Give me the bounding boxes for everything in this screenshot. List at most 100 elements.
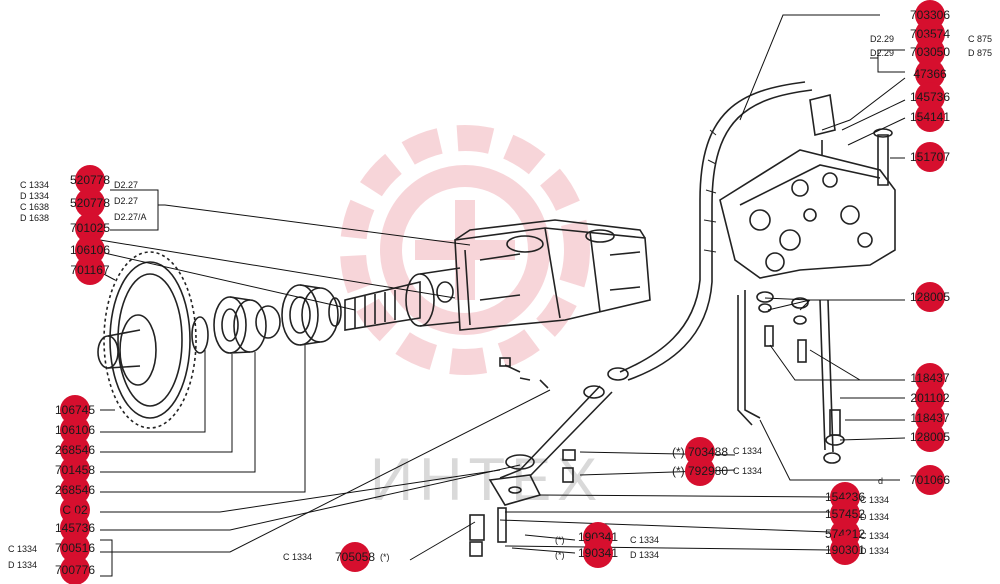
callout-marker	[75, 188, 105, 218]
callout-marker	[75, 165, 105, 195]
callout-marker	[340, 542, 370, 572]
callout-label: 154141	[910, 110, 950, 124]
note-d1334-left: D 1334	[20, 191, 49, 201]
callout-label: 520778	[70, 196, 110, 210]
callout-label: 118437	[910, 411, 949, 425]
valve-body-illustration	[719, 94, 896, 279]
note-d1334-r4: D 1334	[860, 512, 889, 522]
note-d229-a: D2.29	[870, 34, 894, 44]
part-callout-154141[interactable]: 154141	[910, 102, 950, 132]
callout-marker	[915, 465, 945, 495]
callout-label: 128005	[910, 290, 950, 304]
callout-marker	[915, 59, 945, 89]
note-c1638-left: C 1638	[20, 202, 49, 212]
leader-lines	[99, 14, 906, 577]
callout-label: 47366	[913, 67, 947, 81]
tube-illustration	[737, 290, 845, 464]
part-callout-151707[interactable]: 151707	[910, 142, 950, 172]
callout-label: 703050	[910, 45, 950, 59]
callout-label: 703306	[910, 8, 950, 22]
note-c1334-bottom-left: C 1334	[8, 544, 37, 554]
callout-label: 700516	[55, 541, 95, 555]
callout-label: 190341	[578, 546, 618, 560]
note-d229-b: D2.29	[870, 48, 894, 58]
callout-label: 700776	[55, 563, 95, 577]
part-callout-792980[interactable]: (*) 792980	[672, 456, 728, 486]
callout-label: 701025	[70, 221, 110, 235]
callout-label: 151707	[910, 150, 950, 164]
callout-label: 190301	[825, 543, 865, 557]
callout-marker	[915, 142, 945, 172]
part-callout-705058[interactable]: 705058	[335, 542, 375, 572]
part-callouts: 703306 703574 703050 47366 145736 154141 15170…	[55, 0, 950, 584]
part-callout-l5[interactable]: 701167	[70, 255, 110, 285]
callout-label: 154236	[825, 490, 865, 504]
callout-marker	[583, 538, 613, 568]
callout-label: 106745	[55, 403, 95, 417]
note-d1638-left: D 1638	[20, 213, 49, 223]
callout-marker	[830, 535, 860, 565]
callout-label: 701066	[910, 473, 950, 487]
callout-marker	[915, 102, 945, 132]
callout-label: 705058	[335, 550, 375, 564]
callout-label: 157452	[825, 507, 865, 521]
callout-label: 145736	[910, 90, 950, 104]
callout-marker	[75, 213, 105, 243]
note-star-bottom: (*)	[380, 552, 390, 562]
callout-label: 268546	[55, 483, 95, 497]
callout-label: (*) 792980	[672, 464, 728, 478]
callout-label: 128005	[910, 430, 950, 444]
gear-illustration	[97, 251, 197, 429]
callout-label: 268546	[55, 443, 95, 457]
note-star-b1: (*)	[555, 535, 565, 545]
part-callout-l13[interactable]: 700516	[55, 533, 95, 563]
hoses-illustration	[499, 81, 813, 479]
bearings-illustration	[191, 284, 342, 354]
note-c1334-r5: C 1334	[860, 531, 889, 541]
note-d227-b: D2.27	[114, 196, 138, 206]
note-c1334-b3: C 1334	[283, 552, 312, 562]
callout-marker	[60, 533, 90, 563]
callout-label: 520778	[70, 173, 110, 187]
note-d1334-bottom-left: D 1334	[8, 560, 37, 570]
note-d1334-r6: D 1334	[860, 546, 889, 556]
notes: D2.29 D2.29 C 875 D 875 C 1334 D 1334 C …	[8, 34, 992, 570]
callout-label: 701167	[70, 263, 109, 277]
part-callout-r4[interactable]: 190301	[825, 535, 865, 565]
part-callout-128005b[interactable]: 128005	[910, 422, 950, 452]
note-c1334-r1: C 1334	[733, 446, 762, 456]
watermark-gear-logo	[340, 125, 590, 375]
callout-marker	[685, 456, 715, 486]
part-callout-47366[interactable]: 47366	[913, 59, 947, 89]
callout-marker	[915, 282, 945, 312]
part-callout-b2[interactable]: 190341	[578, 538, 618, 568]
part-callout-l14[interactable]: 700776	[55, 555, 95, 584]
note-c1334-b1: C 1334	[630, 535, 659, 545]
callout-label: 106106	[70, 243, 110, 257]
part-callout-l1[interactable]: 520778	[70, 165, 110, 195]
note-c875: C 875	[968, 34, 992, 44]
part-callout-703050[interactable]: 703050	[910, 37, 950, 67]
callout-label: (*) 703488	[672, 445, 728, 459]
callout-marker	[915, 37, 945, 67]
callout-marker	[915, 422, 945, 452]
callout-label: C 02	[62, 503, 88, 517]
callout-label: 574212	[825, 527, 865, 541]
callout-label: 703574	[910, 27, 950, 41]
part-callout-701066[interactable]: 701066	[910, 465, 950, 495]
callout-label: 701458	[55, 463, 95, 477]
callout-label: 118437	[910, 371, 949, 385]
note-d875: D 875	[968, 48, 992, 58]
note-d227-a: D2.27	[114, 180, 138, 190]
note-d227-c: D2.27/A	[114, 212, 147, 222]
part-callout-128005a[interactable]: 128005	[910, 282, 950, 312]
note-star-b2: (*)	[555, 550, 565, 560]
callout-label: 106106	[55, 423, 95, 437]
callout-marker	[75, 255, 105, 285]
pump-illustration	[344, 219, 651, 331]
part-callout-l2[interactable]: 520778	[70, 188, 110, 218]
part-callout-l3[interactable]: 701025	[70, 213, 110, 243]
callout-marker	[60, 555, 90, 584]
note-c1334-left: C 1334	[20, 180, 49, 190]
